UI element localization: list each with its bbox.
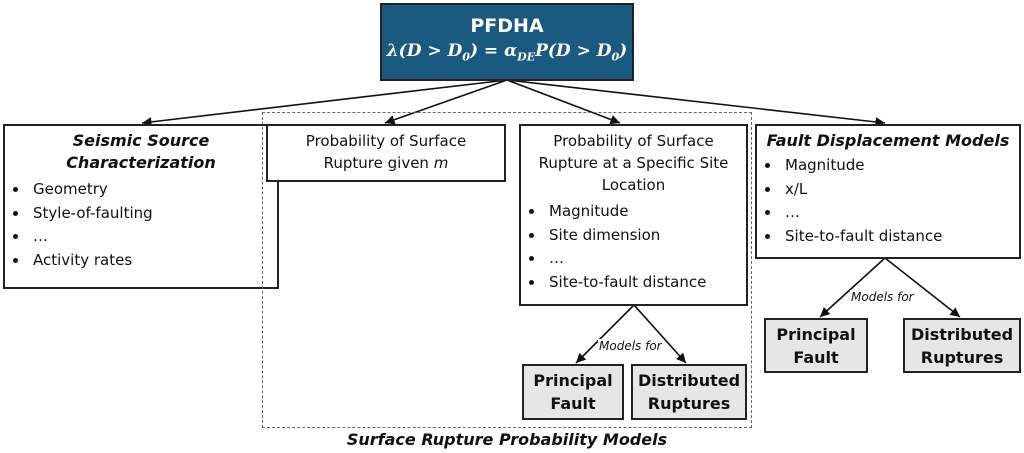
formula-sub: DE xyxy=(517,50,536,64)
principal-fault-box: Principal Fault xyxy=(764,318,868,373)
models-for-label: Models for xyxy=(598,339,663,353)
list-item: … xyxy=(781,201,1019,225)
arrow-to-seismic xyxy=(141,79,508,127)
list-item: Activity rates xyxy=(29,249,277,273)
arrow-to-fdm xyxy=(506,79,886,127)
surface-rupture-group xyxy=(262,112,752,428)
models-for-label: Models for xyxy=(850,290,915,304)
formula-part: λ(D > D xyxy=(386,41,463,61)
list-item: … xyxy=(545,247,746,271)
formula-part: P(D > D xyxy=(535,41,612,61)
arrow-mid-distributed xyxy=(633,304,687,364)
list-item: … xyxy=(29,225,277,249)
list-item: x/L xyxy=(781,178,1019,202)
rupture-site-box: Probability of Surface Rupture at a Spec… xyxy=(519,124,748,306)
pfdha-formula: λ(D > D0) = αDEP(D > D0) xyxy=(386,41,628,64)
list-item: Site-to-fault distance xyxy=(781,225,1019,249)
formula-part: ) xyxy=(619,41,628,61)
list-item: Style-of-faulting xyxy=(29,202,277,226)
arrow-right-distributed xyxy=(884,257,961,318)
fault-displacement-box: Fault Displacement Models Magnitudex/L…S… xyxy=(755,124,1021,259)
arrow-to-rupture-site xyxy=(506,79,621,125)
arrow-to-rupture-m xyxy=(384,79,508,125)
rupture-site-title: Probability of Surface Rupture at a Spec… xyxy=(538,132,729,194)
arrow-mid-principal xyxy=(575,304,635,364)
list-item: Site dimension xyxy=(545,224,746,248)
pfdha-box: PFDHA λ(D > D0) = αDEP(D > D0) xyxy=(380,3,634,81)
seismic-source-box: Seismic Source Characterization Geometry… xyxy=(3,124,279,289)
list-item: Magnitude xyxy=(545,200,746,224)
group-caption: Surface Rupture Probability Models xyxy=(346,430,668,449)
rupture-m-var: m xyxy=(433,154,449,172)
seismic-title: Seismic Source Characterization xyxy=(66,131,216,172)
principal-fault-box: Principal Fault xyxy=(522,364,624,420)
arrow-right-principal xyxy=(819,257,886,318)
list-item: Geometry xyxy=(29,178,277,202)
distributed-ruptures-box: Distributed Ruptures xyxy=(631,364,747,420)
formula-part: ) = α xyxy=(469,41,518,61)
list-item: Site-to-fault distance xyxy=(545,271,746,295)
rupture-m-title: Probability of Surface Rupture given xyxy=(305,132,467,172)
list-item: Magnitude xyxy=(781,154,1019,178)
pfdha-title: PFDHA xyxy=(470,15,544,37)
distributed-ruptures-box: Distributed Ruptures xyxy=(903,318,1021,373)
fdm-title: Fault Displacement Models xyxy=(766,131,1010,150)
rupture-given-m-box: Probability of Surface Rupture given m xyxy=(266,124,506,182)
